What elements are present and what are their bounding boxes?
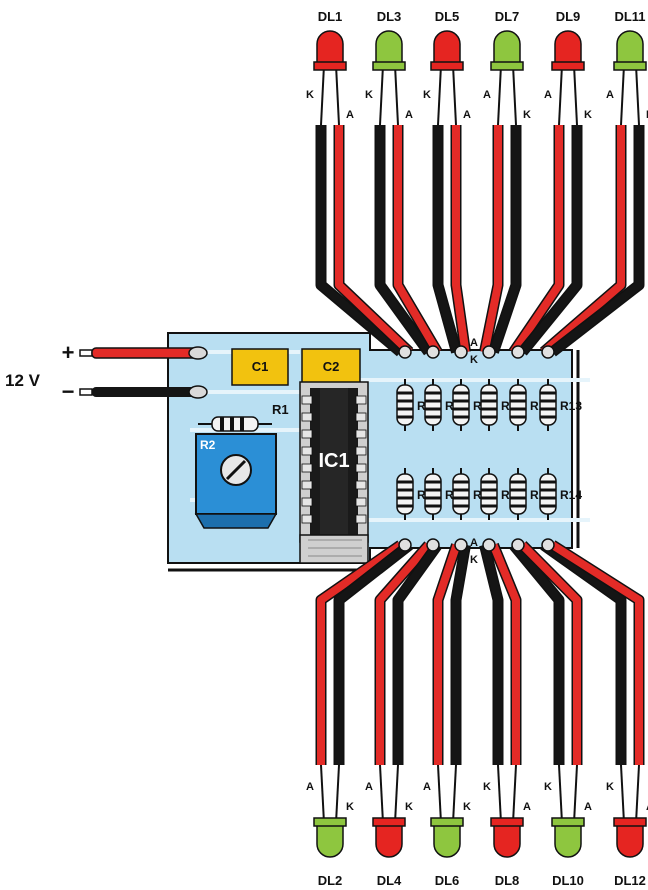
- resistor-r13: R13: [539, 379, 582, 431]
- led-array: DL1KADL3KADL5KADL7AKDL9AKDL11AKDL2AKDL4A…: [306, 9, 648, 888]
- led-label: DL10: [552, 873, 584, 888]
- led-pin-label: A: [405, 109, 413, 121]
- led-pin-label: K: [606, 781, 614, 793]
- led-pin-label: K: [483, 781, 491, 793]
- led-label: DL1: [318, 9, 343, 24]
- led-label: DL6: [435, 873, 460, 888]
- led-pin-label: K: [365, 89, 373, 101]
- resistor-r4: R4: [396, 468, 433, 520]
- led-pin-label: K: [584, 109, 592, 121]
- capacitor-c2: C2: [301, 348, 361, 386]
- svg-text:R2: R2: [200, 438, 216, 452]
- resistor-r6: R6: [424, 468, 461, 520]
- led-pin-label: A: [463, 109, 471, 121]
- resistor-r14: R14: [539, 468, 582, 520]
- led-pin-label: A: [606, 89, 614, 101]
- led-pin-label: A: [646, 801, 648, 813]
- power-voltage-label: 12 V: [5, 371, 41, 390]
- led-label: DL3: [377, 9, 402, 24]
- led-pin-label: K: [423, 89, 431, 101]
- center-pin-bottom-k: K: [470, 554, 478, 566]
- led-label: DL7: [495, 9, 520, 24]
- led-label: DL5: [435, 9, 460, 24]
- resistor-label: R13: [560, 399, 582, 413]
- trimmer-r2: R2: [194, 433, 278, 529]
- resistor-r1: R1: [198, 402, 289, 432]
- power-minus: −: [62, 379, 75, 404]
- led-pin-label: K: [523, 109, 531, 121]
- led-label: DL12: [614, 873, 646, 888]
- ic1-chip: IC1: [299, 381, 369, 564]
- resistor-r8: R8: [452, 468, 489, 520]
- led-dl2: DL2 A K: [306, 764, 354, 888]
- led-pin-label: K: [405, 801, 413, 813]
- svg-text:C2: C2: [323, 359, 340, 374]
- led-dl12: DL12 K A: [606, 764, 648, 888]
- led-pin-label: A: [346, 109, 354, 121]
- svg-text:IC1: IC1: [318, 450, 349, 472]
- led-pin-label: A: [523, 801, 531, 813]
- led-dl10: DL10 K A: [544, 764, 592, 888]
- led-pin-label: A: [306, 781, 314, 793]
- power-plus: +: [62, 340, 75, 365]
- led-pin-label: A: [423, 781, 431, 793]
- resistor-array: R3R5R7R9R11R13R4R6R8R10R12R14: [396, 379, 582, 520]
- led-pin-label: A: [544, 89, 552, 101]
- svg-text:R1: R1: [272, 402, 289, 417]
- center-pin-bottom-a: A: [470, 537, 478, 549]
- led-pin-label: K: [306, 89, 314, 101]
- capacitor-c1: C1: [231, 348, 289, 386]
- led-pin-label: A: [584, 801, 592, 813]
- center-pin-top-a: A: [470, 337, 478, 349]
- svg-text:C1: C1: [252, 359, 269, 374]
- led-label: DL4: [377, 873, 402, 888]
- center-pin-top-k: K: [470, 354, 478, 366]
- led-pin-label: K: [346, 801, 354, 813]
- led-pin-label: A: [483, 89, 491, 101]
- led-label: DL9: [556, 9, 581, 24]
- led-dl4: DL4 A K: [365, 764, 413, 888]
- led-label: DL11: [614, 9, 645, 24]
- led-pin-label: K: [544, 781, 552, 793]
- led-dl6: DL6 A K: [423, 764, 471, 888]
- led-dl8: DL8 K A: [483, 764, 531, 888]
- led-pin-label: A: [365, 781, 373, 793]
- led-label: DL8: [495, 873, 520, 888]
- led-pin-label: K: [646, 109, 648, 121]
- resistor-label: R14: [560, 488, 582, 502]
- led-pin-label: K: [463, 801, 471, 813]
- power-wires: [79, 346, 208, 399]
- resistor-r12: R12: [509, 468, 552, 520]
- led-label: DL2: [318, 873, 343, 888]
- led-wires: [315, 125, 645, 765]
